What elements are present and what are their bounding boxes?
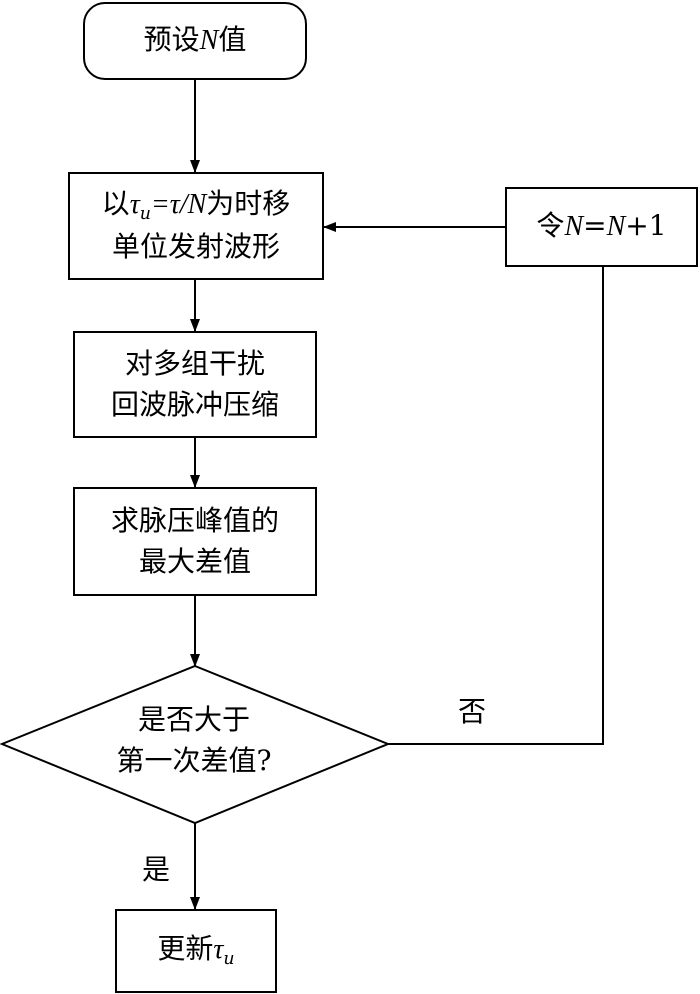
- pulse-compression-line1: 对多组干扰: [124, 346, 265, 380]
- max-difference-line2: 最大差值: [138, 544, 251, 578]
- arrow-decision-no-to-increment: [388, 243, 608, 745]
- yes-branch-label: 是: [142, 853, 171, 886]
- max-difference-box: 求脉压峰值的 最大差值: [73, 487, 317, 596]
- start-node: 预设N值: [83, 2, 307, 80]
- increment-n-box: 令N=N+1: [505, 187, 698, 267]
- decision-line1: 是否大于: [137, 703, 250, 736]
- pulse-compression-box: 对多组干扰 回波脉冲压缩: [73, 331, 317, 438]
- decision-diamond: [0, 664, 391, 825]
- pulse-compression-line2: 回波脉冲压缩: [110, 387, 279, 421]
- update-tau-box: 更新τu: [115, 909, 277, 993]
- update-tau-label: 更新τu: [157, 932, 235, 970]
- no-branch-label: 否: [458, 695, 487, 728]
- emit-waveform-line1: 以τu=τ/N为时移: [101, 187, 291, 225]
- decision-label: 是否大于 第一次差值?: [0, 700, 388, 781]
- emit-waveform-line2: 单位发射波形: [111, 230, 280, 264]
- decision-line2: 第一次差值?: [116, 743, 272, 777]
- max-difference-line1: 求脉压峰值的: [110, 503, 279, 537]
- increment-n-label: 令N=N+1: [536, 209, 667, 243]
- emit-waveform-box: 以τu=τ/N为时移 单位发射波形: [68, 172, 324, 280]
- start-node-label: 预设N值: [143, 23, 247, 57]
